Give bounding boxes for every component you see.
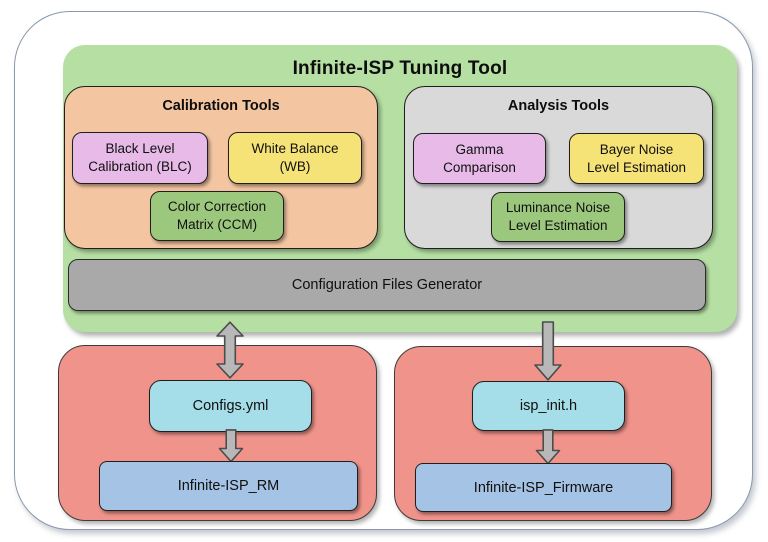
block-color-correction-matrix: Color Correction Matrix (CCM) xyxy=(150,191,284,241)
diagram-title: Infinite-ISP Tuning Tool xyxy=(292,58,508,79)
analysis-tools-group: Analysis Tools Gamma Comparison Bayer No… xyxy=(404,86,713,249)
block-black-level-calibration: Black Level Calibration (BLC) xyxy=(72,132,208,184)
block-luminance-noise-level-estimation: Luminance Noise Level Estimation xyxy=(491,192,625,242)
analysis-tools-title: Analysis Tools xyxy=(507,98,610,114)
block-bayer-noise-level-estimation: Bayer Noise Level Estimation xyxy=(569,133,704,184)
block-infinite-isp-rm: Infinite-ISP_RM xyxy=(99,461,358,511)
block-gamma-comparison: Gamma Comparison xyxy=(413,133,546,184)
block-configs-yml: Configs.yml xyxy=(149,380,312,432)
down-arrow-icon xyxy=(218,429,244,463)
calibration-tools-group: Calibration Tools Black Level Calibratio… xyxy=(64,86,378,249)
block-configuration-files-generator: Configuration Files Generator xyxy=(68,259,706,311)
outer-frame: Infinite-ISP Tuning Tool Calibration Too… xyxy=(14,11,753,530)
bidirectional-arrow-icon xyxy=(215,321,245,379)
block-infinite-isp-firmware: Infinite-ISP_Firmware xyxy=(415,463,672,512)
block-isp-init-h: isp_init.h xyxy=(472,381,625,431)
calibration-tools-title: Calibration Tools xyxy=(162,98,280,114)
block-white-balance: White Balance (WB) xyxy=(228,132,362,184)
branch-infinite-isp-rm: Configs.yml Infinite-ISP_RM xyxy=(58,345,377,521)
down-arrow-icon xyxy=(533,321,563,381)
down-arrow-icon xyxy=(535,429,561,465)
